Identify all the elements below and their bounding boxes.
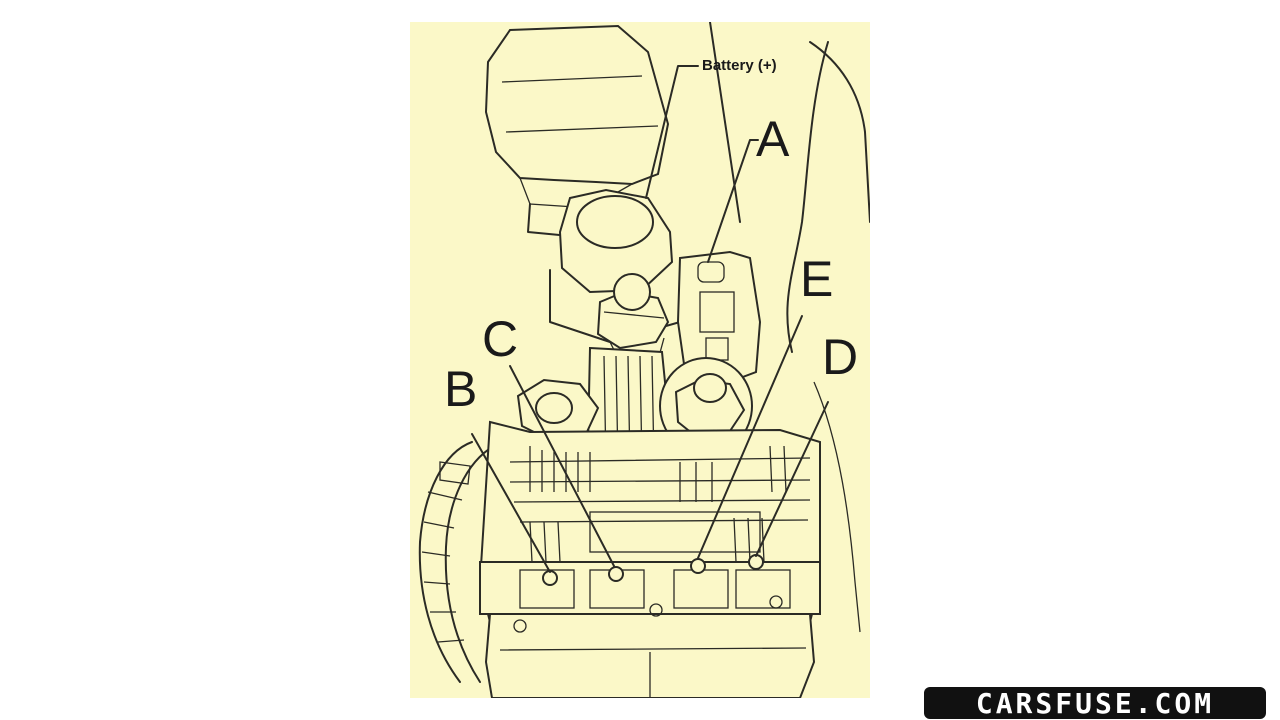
fuse-label-a: A [756,111,790,167]
carsfuse-watermark: CARSFUSE.COM [924,686,1266,720]
fuse-label-e: E [800,251,833,307]
battery-leader-line [645,65,699,199]
fuse-box-illustration: Battery (+) A B C D E [418,22,870,698]
wire-harness-left [418,441,495,683]
leader-lines [471,65,829,573]
battery-terminal [549,188,683,343]
wiring-outline-right [709,22,870,633]
fuse-c-terminal [608,566,624,582]
fuse-e-leader-line [697,315,803,559]
fuse-slot-row [479,554,821,615]
fuse-block-base [484,595,816,698]
fuse-a-leader-line [707,139,759,263]
fuse-label-c: C [482,311,518,367]
fuse-a-carrier [676,250,762,379]
fuse-c-leader-line [509,365,615,567]
fuse-d-terminal [748,554,764,570]
terminal-nut-left [516,378,600,442]
watermark-text: CARSFUSE.COM [975,686,1215,720]
fuse-b-terminal [542,570,558,586]
fuse-d-leader-line [755,401,829,557]
fuse-e-terminal [690,558,706,574]
fuse-label-d: D [822,329,858,385]
battery-label: Battery (+) [702,57,777,74]
fuse-diagram-panel: Battery (+) A B C D E [410,22,870,698]
fuse-label-b: B [444,361,477,417]
fuse-b-leader-line [471,433,551,573]
